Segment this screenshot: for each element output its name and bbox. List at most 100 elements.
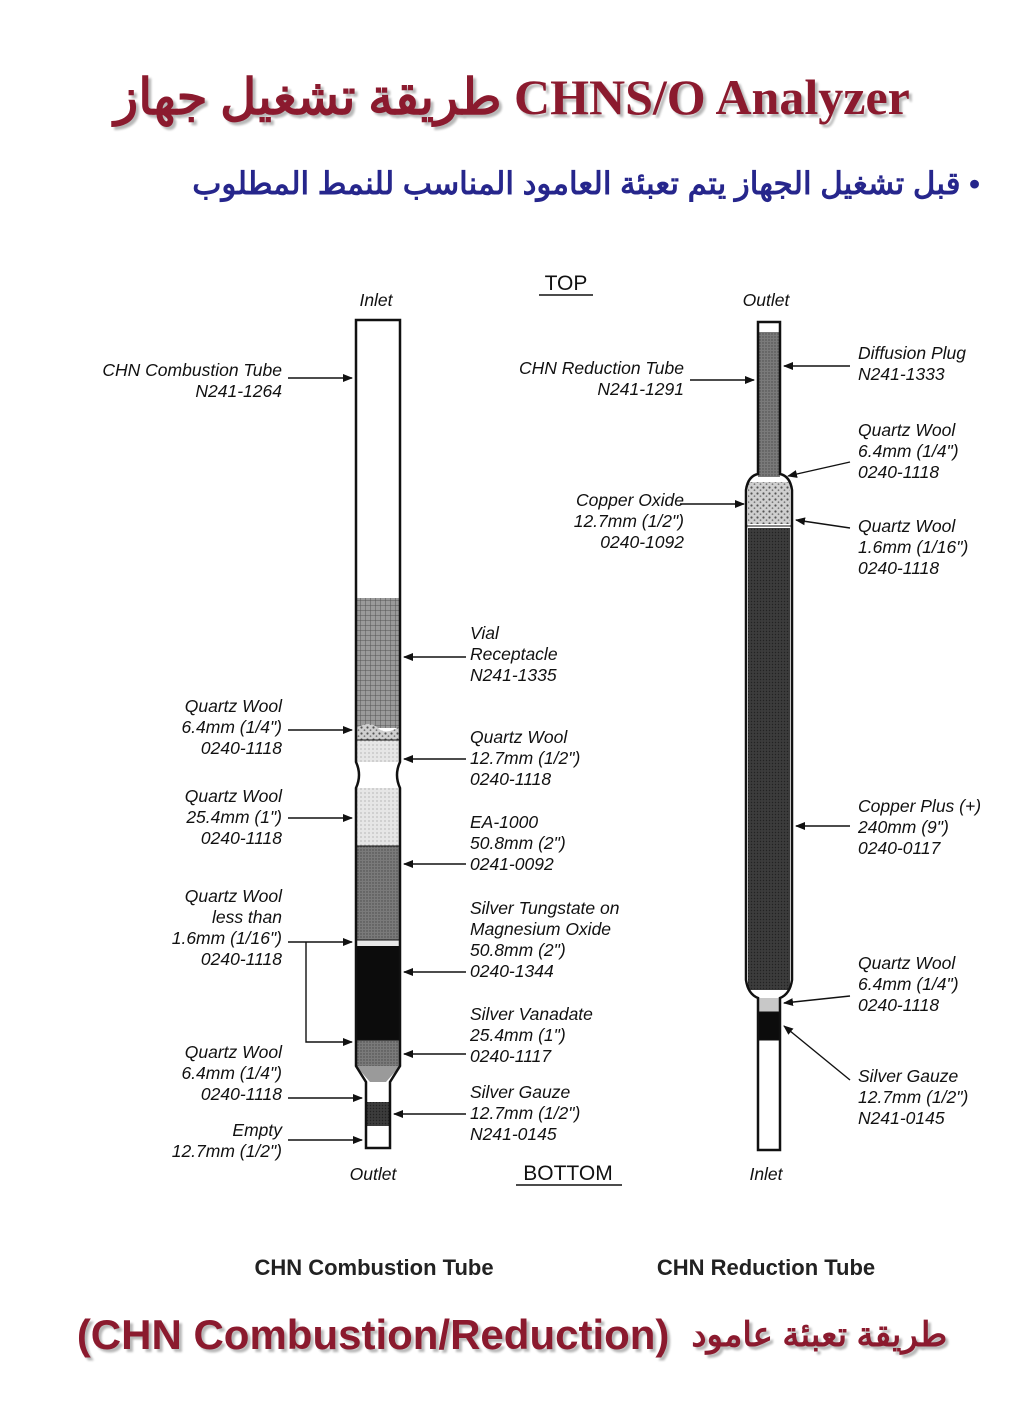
combustion-empty-section (356, 320, 400, 598)
leader-lines (288, 362, 851, 1144)
combustion-quartz-wool-one-inch (356, 788, 400, 846)
label-line: 0240-1118 (858, 462, 939, 482)
reduction-right-label-4: Copper Plus (+)240mm (9")0240-0117 (857, 796, 981, 858)
combustion-tube: Inlet Outlet (350, 290, 402, 1184)
combustion-quartz-wool-thin (356, 940, 400, 946)
combustion-quartz-wool-bottom (366, 1082, 390, 1102)
combustion-tube-outline (354, 318, 402, 1150)
label-line: Quartz Wool (858, 420, 956, 440)
label-line: 0240-1118 (470, 769, 551, 789)
label-line: Diffusion Plug (858, 343, 966, 363)
label-line: Copper Plus (+) (858, 796, 981, 816)
label-line: 6.4mm (1/4") (858, 974, 959, 994)
label-line: Magnesium Oxide (470, 919, 611, 939)
label-line: 0240-1092 (600, 532, 684, 552)
combustion-taper (356, 1066, 400, 1082)
footer-english: (CHN Combustion/Reduction) (76, 1310, 670, 1358)
reduction-tube-caption: CHN Reduction Tube (657, 1255, 875, 1280)
label-line: CHN Reduction Tube (519, 358, 684, 378)
reduction-outlet-label: Outlet (743, 290, 791, 310)
label-line: less than (212, 907, 282, 927)
reduction-neck-fill (758, 332, 780, 477)
label-line: 0240-1118 (858, 558, 939, 578)
label-line: Silver Gauze (470, 1082, 570, 1102)
label-line: Silver Vanadate (470, 1004, 593, 1024)
reduction-quartz-wool-bottom (759, 998, 779, 1012)
label-line: 12.7mm (1/2") (574, 511, 684, 531)
label-line: 50.8mm (2") (470, 940, 566, 960)
label-line: 0240-1118 (858, 995, 939, 1015)
label-line: 1.6mm (1/16") (172, 928, 282, 948)
combustion-vial-receptacle (356, 598, 400, 728)
reduction-empty-bottom (759, 1040, 779, 1150)
label-line: Quartz Wool (470, 727, 568, 747)
combustion-silver-tungstate (356, 946, 400, 1040)
label-line: 12.7mm (1/2") (858, 1087, 968, 1107)
label-line: Quartz Wool (858, 953, 956, 973)
combustion-quartz-wool-top (356, 724, 400, 740)
label-line: EA-1000 (470, 812, 538, 832)
combustion-outlet-label: Outlet (350, 1164, 398, 1184)
label-line: Receptacle (470, 644, 558, 664)
label-line: 0240-1118 (201, 1084, 282, 1104)
reduction-diffusion-plug (758, 322, 780, 332)
label-line: N241-1333 (858, 364, 945, 384)
label-line: 25.4mm (1") (185, 807, 282, 827)
label-line: 0240-1118 (201, 738, 282, 758)
label-line: Vial (470, 623, 500, 643)
label-line: Quartz Wool (185, 886, 283, 906)
label-line: 6.4mm (1/4") (181, 1063, 282, 1083)
label-line: Copper Oxide (576, 490, 684, 510)
label-line: 50.8mm (2") (470, 833, 566, 853)
reduction-tube-outline (744, 320, 794, 1152)
reduction-silver-gauze (759, 1012, 779, 1040)
top-label: TOP (545, 272, 588, 295)
reduction-tube: Outlet Inlet (743, 290, 794, 1184)
label-line: Quartz Wool (185, 696, 283, 716)
label-line: Silver Tungstate on (470, 898, 619, 918)
label-line: 12.7mm (1/2") (470, 748, 580, 768)
column-packing-diagram: TOP BOTTOM Inlet Outlet Outlet Inlet (102, 272, 981, 1280)
page-subtitle: • قبل تشغيل الجهاز يتم تعبئة العامود الم… (192, 166, 980, 201)
label-line: N241-0145 (470, 1124, 557, 1144)
label-line: 1.6mm (1/16") (858, 537, 968, 557)
footer-arabic: طريقة تعبئة عامود (691, 1315, 948, 1354)
label-line: N241-1264 (195, 381, 282, 401)
combustion-tube-caption: CHN Combustion Tube (254, 1255, 493, 1280)
combustion-empty-bottom (366, 1126, 390, 1148)
combustion-silver-gauze (366, 1102, 390, 1126)
label-line: 6.4mm (1/4") (181, 717, 282, 737)
page-title: طريقة تشغيل جهاز CHNS/O Analyzer (114, 69, 910, 125)
label-line: Empty (232, 1120, 283, 1140)
label-line: 25.4mm (1") (469, 1025, 566, 1045)
label-line: 0240-0117 (858, 838, 942, 858)
reduction-copper-plus (748, 528, 790, 990)
combustion-ea-1000 (356, 846, 400, 940)
label-line: 12.7mm (1/2") (172, 1141, 282, 1161)
label-line: 0240-1344 (470, 961, 554, 981)
footer-caption: (CHN Combustion/Reduction) طريقة تعبئة عا… (0, 1308, 1024, 1359)
label-line: 0240-1118 (201, 828, 282, 848)
reduction-copper-oxide (748, 482, 790, 524)
reduction-inlet-label: Inlet (749, 1164, 783, 1184)
label-line: Silver Gauze (858, 1066, 958, 1086)
combustion-neck (362, 762, 394, 788)
